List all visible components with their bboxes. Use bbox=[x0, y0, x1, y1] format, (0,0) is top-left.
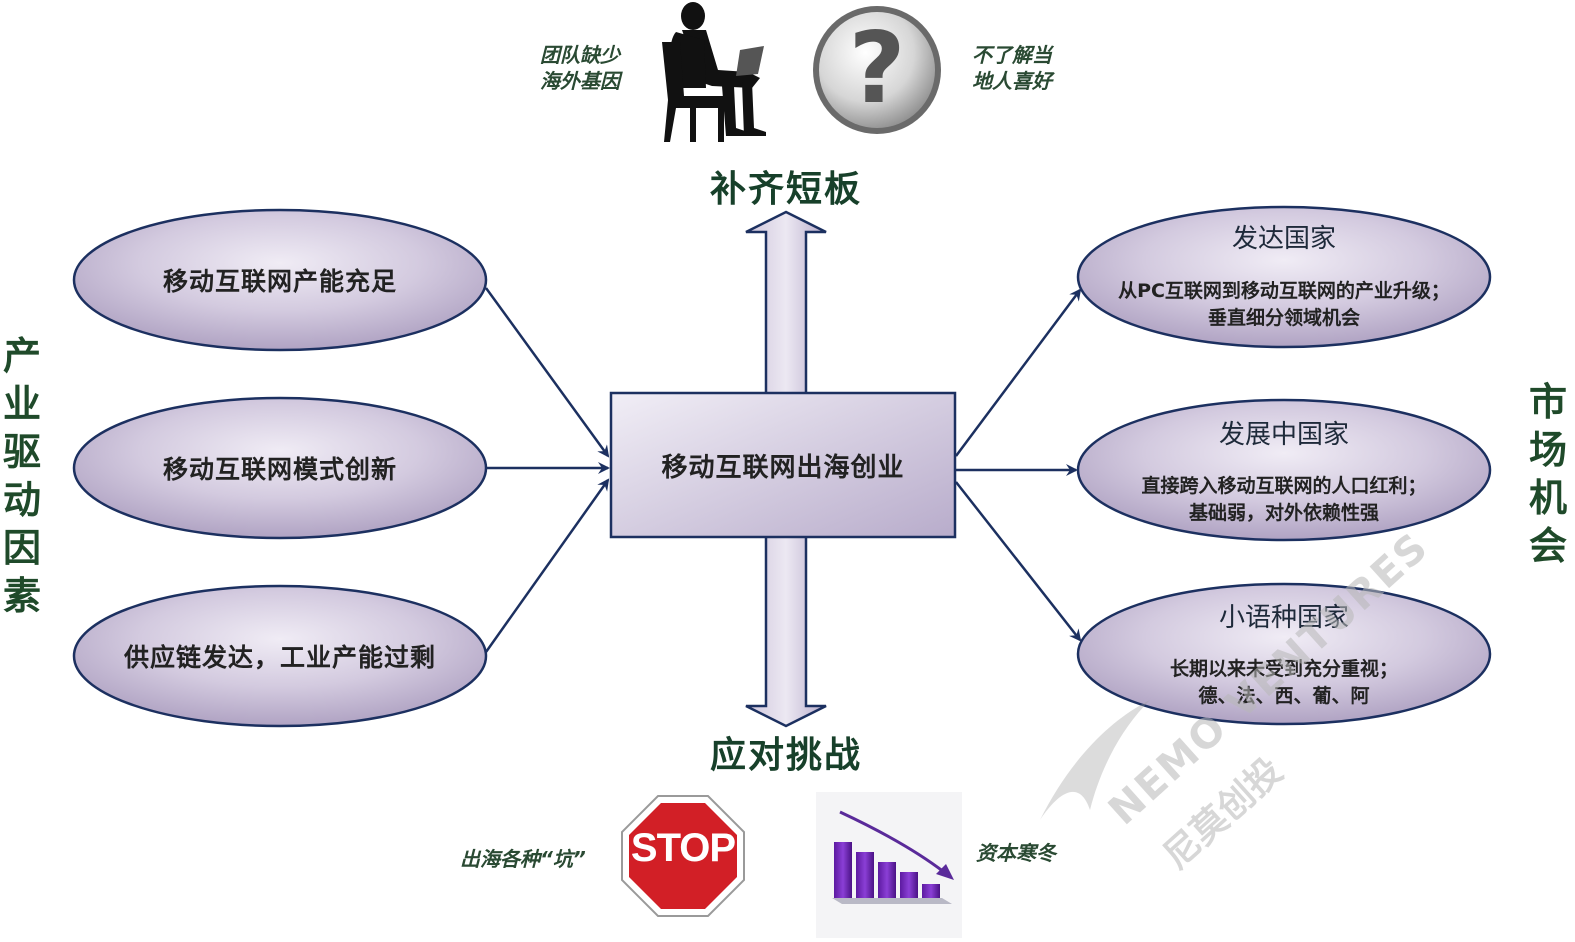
driver-ellipse-1 bbox=[72, 208, 488, 352]
opportunity-title-3: 小语种国家 bbox=[1218, 603, 1349, 633]
stop-sign-icon bbox=[621, 795, 745, 917]
note-local-preference: 不了解当 地人喜好 bbox=[972, 42, 1052, 94]
driver-label-1: 移动互联网产能充足 bbox=[162, 267, 397, 296]
question-mark-glyph: ? bbox=[848, 12, 906, 126]
opportunity-desc-2-line-2: 基础弱，对外依赖性强 bbox=[1188, 502, 1379, 524]
right-category-label: 市场机会 bbox=[1528, 380, 1567, 568]
driver-label-3: 供应链发达，工业产能过剩 bbox=[123, 643, 436, 672]
opportunity-ellipse-1 bbox=[1076, 205, 1492, 349]
opportunity-desc-2-line-1: 直接跨入移动互联网的人口红利； bbox=[1141, 475, 1427, 497]
stop-sign-text: STOP bbox=[630, 826, 736, 870]
opportunity-desc-3: 长期以来未受到充分重视； 德、法、西、葡、阿 bbox=[1078, 656, 1490, 710]
driver-connectors bbox=[484, 287, 610, 653]
note-local-preference-line-1: 不了解当 bbox=[972, 43, 1052, 67]
opportunity-desc-1: 从PC互联网到移动互联网的产业升级； 垂直细分领域机会 bbox=[1078, 278, 1490, 332]
opportunity-desc-3-line-2: 德、法、西、葡、阿 bbox=[1198, 685, 1370, 707]
opportunity-desc-1-line-1: 从PC互联网到移动互联网的产业升级； bbox=[1118, 280, 1450, 302]
person-laptop-icon bbox=[662, 2, 766, 142]
note-team-gene-line-1: 团队缺少 bbox=[540, 43, 620, 67]
question-circle-icon bbox=[813, 6, 941, 134]
connector-opportunity-3 bbox=[955, 481, 1082, 642]
opportunity-desc-3-line-1: 长期以来未受到充分重视； bbox=[1169, 658, 1398, 680]
note-team-gene: 团队缺少 海外基因 bbox=[540, 42, 620, 94]
opportunity-title-1: 发达国家 bbox=[1231, 224, 1336, 254]
center-box bbox=[609, 391, 957, 539]
opportunity-ellipse-2 bbox=[1076, 398, 1492, 542]
note-capital-winter: 资本寒冬 bbox=[976, 841, 1056, 865]
driver-ellipse-2 bbox=[72, 396, 488, 540]
note-team-gene-line-2: 海外基因 bbox=[540, 69, 620, 93]
driver-label-2: 移动互联网模式创新 bbox=[162, 455, 397, 484]
opportunity-desc-2: 直接跨入移动互联网的人口红利； 基础弱，对外依赖性强 bbox=[1078, 473, 1490, 527]
top-label: 补齐短板 bbox=[709, 169, 862, 210]
center-label: 移动互联网出海创业 bbox=[661, 453, 905, 483]
opportunity-desc-1-line-2: 垂直细分领域机会 bbox=[1207, 307, 1360, 329]
connector-driver-3 bbox=[484, 478, 610, 653]
bottom-label: 应对挑战 bbox=[709, 735, 862, 776]
note-pitfalls: 出海各种“坑” bbox=[460, 847, 586, 871]
opportunity-connectors bbox=[954, 288, 1082, 642]
watermark-logo-icon bbox=[1040, 700, 1150, 820]
opportunity-ellipse-3 bbox=[1076, 582, 1492, 726]
note-local-preference-line-2: 地人喜好 bbox=[972, 69, 1052, 93]
connector-driver-1 bbox=[484, 287, 610, 458]
left-category-label: 产业驱动因素 bbox=[2, 334, 41, 618]
driver-ellipse-3 bbox=[72, 584, 488, 728]
declining-bar-chart-icon bbox=[816, 792, 962, 938]
opportunity-title-2: 发展中国家 bbox=[1218, 420, 1349, 450]
connector-opportunity-1 bbox=[954, 288, 1082, 457]
